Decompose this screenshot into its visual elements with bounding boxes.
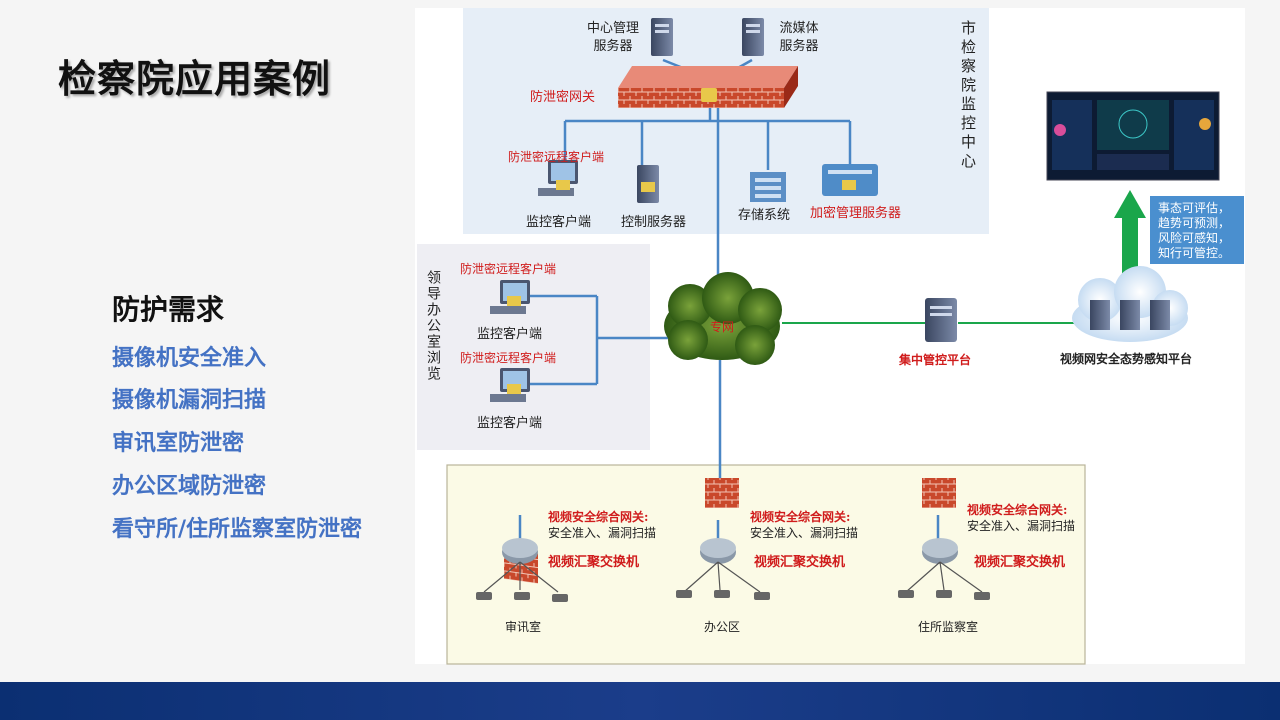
encrypt-server-label: 加密管理服务器 — [810, 206, 902, 221]
site-functions-label: 安全准入、漏洞扫描 — [750, 526, 859, 540]
site-firewall-icon — [705, 478, 739, 508]
leader-client-icon — [490, 280, 530, 314]
site-gateway-label: 视频安全综合网关: — [750, 510, 851, 524]
monitor-client-icon — [538, 160, 578, 196]
media-server-label: 流媒体服务器 — [779, 21, 819, 54]
requirements-heading: 防护需求 — [112, 293, 225, 326]
site-functions-label: 安全准入、漏洞扫描 — [548, 526, 657, 540]
leader-client-label: 监控客户端 — [477, 416, 543, 431]
leader-office-label: 领导办公室浏览 — [425, 270, 441, 382]
monitor-center-label: 市检察院监控中心 — [959, 20, 977, 172]
awareness-cloud-icon — [1072, 266, 1188, 342]
leader-remote-label: 防泄密远程客户端 — [460, 351, 557, 365]
evaluation-line: 事态可评估， — [1158, 201, 1231, 215]
requirement-item: 看守所/住所监察室防泄密 — [112, 517, 363, 542]
leader-remote-label: 防泄密远程客户端 — [460, 262, 557, 276]
gateway-label: 防泄密网关 — [530, 90, 596, 105]
site-switch-label: 视频汇聚交换机 — [974, 555, 1066, 570]
storage-icon — [750, 172, 786, 202]
site-switch-label: 视频汇聚交换机 — [754, 555, 846, 570]
control-server-label: 控制服务器 — [621, 215, 687, 230]
requirement-item: 办公区域防泄密 — [112, 474, 267, 499]
site-firewall-icon — [922, 478, 956, 508]
dashboard-screen-icon — [1046, 91, 1220, 181]
site-gateway-label: 视频安全综合网关: — [548, 510, 649, 524]
leader-office-region — [417, 244, 650, 450]
page-title: 检察院应用案例 — [58, 57, 332, 101]
site-name-label: 办公区 — [704, 620, 741, 634]
camera-icon — [476, 590, 990, 602]
requirement-item: 摄像机漏洞扫描 — [112, 388, 267, 413]
monitor-client-label: 监控客户端 — [526, 215, 592, 230]
platform-server-icon — [925, 298, 957, 342]
evaluation-box: 事态可评估， 趋势可预测， 风险可感知， 知行可管控。 — [1150, 196, 1244, 264]
leader-client-icon — [490, 368, 530, 402]
evaluation-line: 风险可感知， — [1158, 231, 1231, 245]
site-functions-label: 安全准入、漏洞扫描 — [967, 519, 1076, 533]
remote-client-label: 防泄密远程客户端 — [508, 150, 605, 164]
evaluation-line: 知行可管控。 — [1158, 246, 1231, 260]
storage-label: 存储系统 — [738, 208, 791, 223]
requirement-item: 审讯室防泄密 — [112, 431, 245, 456]
switch-icon — [700, 538, 736, 564]
up-arrow-icon — [1114, 190, 1146, 280]
site-name-label: 审讯室 — [505, 620, 542, 634]
encrypt-server-icon — [822, 164, 878, 196]
sites-region — [446, 464, 1086, 665]
site-name-label: 住所监察室 — [918, 620, 979, 634]
private-network-cloud-icon — [664, 272, 782, 365]
switch-icon — [922, 538, 958, 564]
central-server-label: 中心管理服务器 — [586, 21, 639, 54]
requirement-item: 摄像机安全准入 — [112, 346, 267, 371]
platform-label: 集中管控平台 — [899, 353, 972, 367]
switch-icon — [502, 538, 538, 564]
control-server-icon — [637, 165, 659, 203]
leader-client-label: 监控客户端 — [477, 327, 543, 342]
awareness-platform-label: 视频网安全态势感知平台 — [1060, 352, 1193, 366]
site-switch-label: 视频汇聚交换机 — [548, 555, 640, 570]
evaluation-line: 趋势可预测， — [1158, 216, 1231, 230]
media-server-icon — [742, 18, 764, 56]
footer-bar — [0, 682, 1280, 720]
central-server-icon — [651, 18, 673, 56]
firewall-gateway-icon — [618, 66, 798, 108]
private-network-label: 专网 — [710, 320, 735, 334]
site-gateway-label: 视频安全综合网关: — [967, 503, 1068, 517]
